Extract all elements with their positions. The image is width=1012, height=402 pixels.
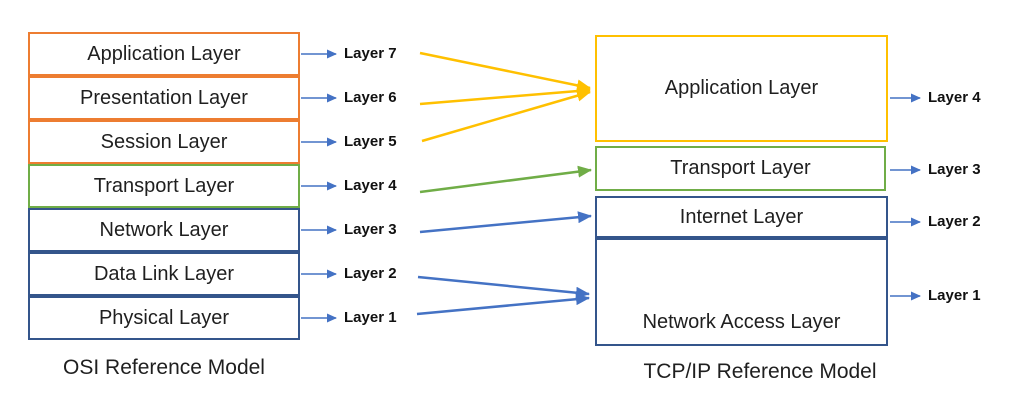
osi-box-presentation-layer: Presentation Layer bbox=[28, 76, 300, 120]
tcpip-box-label: Transport Layer bbox=[670, 157, 811, 179]
connector-l2-to-network-access bbox=[417, 275, 590, 299]
connector-l3-to-internet bbox=[419, 211, 592, 234]
osi-layer-tag-1: Layer 1 bbox=[344, 309, 397, 326]
osi-box-physical-layer: Physical Layer bbox=[28, 296, 300, 340]
osi-box-network-layer: Network Layer bbox=[28, 208, 300, 252]
osi-box-data-link-layer: Data Link Layer bbox=[28, 252, 300, 296]
connector-l4-to-transport bbox=[419, 165, 592, 194]
tcpip-box-transport-layer: Transport Layer bbox=[595, 146, 886, 191]
connector-l7-to-application bbox=[419, 51, 591, 92]
osi-layer-tag-5: Layer 5 bbox=[344, 133, 397, 150]
osi-model-caption: OSI Reference Model bbox=[63, 356, 265, 379]
osi-layer-tag-4: Layer 4 bbox=[344, 177, 397, 194]
osi-box-session-layer: Session Layer bbox=[28, 120, 300, 164]
tcpip-box-network-access-layer: Network Access Layer bbox=[595, 238, 888, 346]
tcpip-box-label: Internet Layer bbox=[679, 205, 804, 228]
osi-box-transport-layer: Transport Layer bbox=[28, 164, 300, 208]
osi-box-label: Physical Layer bbox=[98, 306, 230, 329]
osi-box-label: Data Link Layer bbox=[93, 262, 235, 285]
tcpip-layer-tag-1: Layer 1 bbox=[928, 287, 981, 304]
tcpip-layer-tag-3: Layer 3 bbox=[928, 161, 981, 178]
osi-box-label: Session Layer bbox=[100, 130, 228, 153]
tcpip-tag-arrows bbox=[890, 93, 921, 301]
tcpip-layer-tag-4: Layer 4 bbox=[928, 89, 981, 106]
osi-box-label: Network Layer bbox=[99, 218, 229, 241]
osi-layer-tag-3: Layer 3 bbox=[344, 221, 397, 238]
tcpip-box-internet-layer: Internet Layer bbox=[595, 196, 888, 238]
osi-box-label: Application Layer bbox=[87, 42, 241, 65]
osi-layer-tag-7: Layer 7 bbox=[344, 45, 397, 62]
tcpip-box-label: Network Access Layer bbox=[642, 311, 841, 333]
connector-l1-to-network-access bbox=[416, 293, 590, 316]
osi-tag-arrows bbox=[301, 49, 337, 323]
tcpip-model-caption: TCP/IP Reference Model bbox=[643, 360, 877, 383]
connector-l6-to-application bbox=[419, 85, 591, 106]
connector-l5-to-application bbox=[421, 89, 591, 143]
tcpip-box-label: Application Layer bbox=[664, 77, 819, 99]
osi-box-application-layer: Application Layer bbox=[28, 32, 300, 76]
osi-layer-tag-6: Layer 6 bbox=[344, 89, 397, 106]
osi-box-label: Presentation Layer bbox=[80, 86, 248, 109]
osi-box-label: Transport Layer bbox=[93, 174, 235, 197]
tcpip-layer-tag-2: Layer 2 bbox=[928, 213, 981, 230]
mapping-connectors bbox=[416, 51, 592, 316]
osi-layer-tag-2: Layer 2 bbox=[344, 265, 397, 282]
tcpip-box-application-layer: Application Layer bbox=[595, 35, 888, 142]
